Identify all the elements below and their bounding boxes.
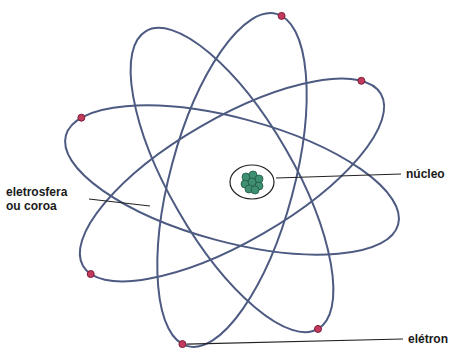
- part-label: elétron: [406, 331, 450, 347]
- leader-lines: [89, 174, 403, 344]
- orbits: [50, 0, 414, 354]
- leader-line: [276, 174, 401, 178]
- orbit-ellipse: [50, 76, 414, 285]
- electron-dot: [278, 12, 285, 19]
- electrons: [78, 12, 365, 347]
- electron-dot: [87, 271, 94, 278]
- nucleus: [230, 165, 274, 199]
- nucleus-outline: [230, 165, 274, 199]
- part-label: eletrosfera ou coroa: [4, 184, 86, 214]
- electron-dot: [78, 114, 85, 121]
- leader-line: [186, 339, 403, 344]
- orbit-ellipse: [52, 40, 412, 319]
- nucleon: [251, 186, 259, 194]
- orbit-ellipse: [92, 0, 371, 354]
- electron-dot: [358, 77, 365, 84]
- electron-dot: [315, 325, 322, 332]
- part-label: núcleo: [404, 166, 447, 182]
- electron-dot: [179, 341, 186, 348]
- leader-line: [89, 199, 150, 206]
